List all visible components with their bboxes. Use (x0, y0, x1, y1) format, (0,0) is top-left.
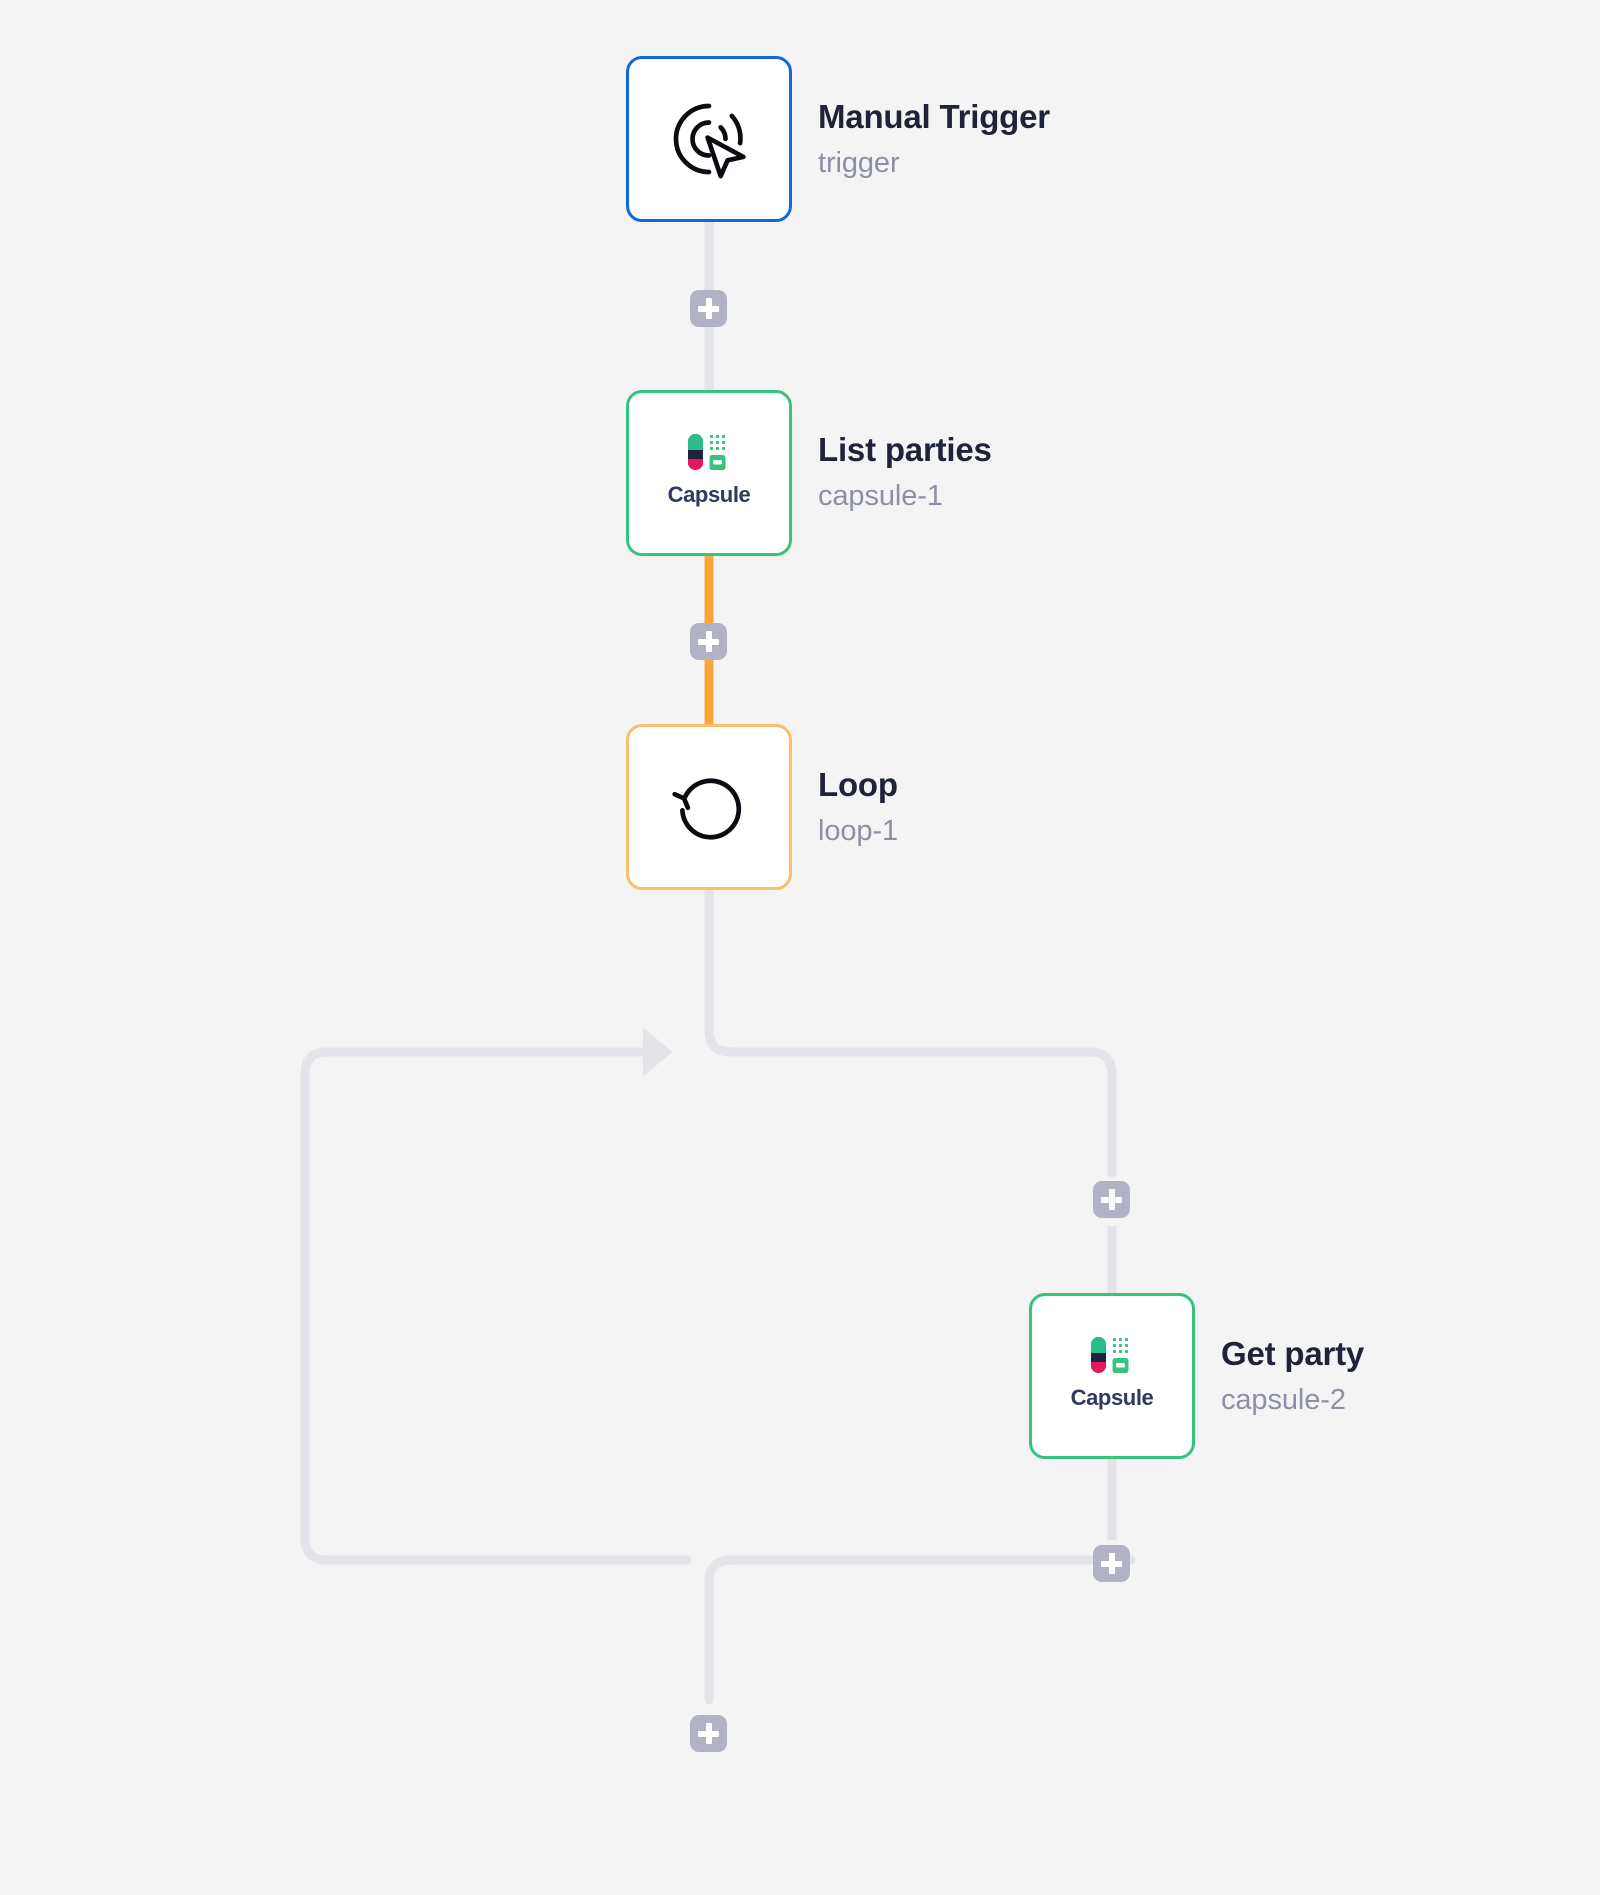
node-title: Get party (1221, 1334, 1365, 1372)
capsule-brand-lockup: Capsule (668, 431, 751, 508)
node-subtitle: capsule-1 (818, 479, 943, 512)
add-after-list-parties-button[interactable] (690, 623, 727, 660)
node-title: Loop (818, 765, 898, 803)
node-subtitle: capsule-2 (1221, 1383, 1346, 1416)
plus-icon-vertical (705, 298, 712, 319)
capsule-brand-lockup: Capsule (1071, 1334, 1154, 1411)
plus-icon-vertical (1108, 1189, 1115, 1210)
node-subtitle: trigger (818, 146, 900, 179)
node-subtitle: loop-1 (818, 814, 899, 847)
node-title: List parties (818, 430, 992, 468)
add-after-trigger-button[interactable] (690, 290, 727, 327)
node-loop[interactable] (626, 724, 792, 890)
edge-loop-to-body (704, 884, 1117, 1178)
add-after-loop-button[interactable] (690, 1715, 727, 1752)
plus-icon-vertical (705, 631, 712, 652)
node-get-party[interactable]: Capsule (1029, 1293, 1195, 1459)
node-manual-trigger[interactable] (626, 56, 792, 222)
edge-bottom-rail-right (704, 1555, 1136, 1705)
loop-back-arrowhead (643, 1028, 673, 1076)
cursor-target-icon (673, 103, 746, 179)
node-loop-labels: Loop loop-1 (818, 740, 898, 874)
node-manual-trigger-labels: Manual Trigger trigger (818, 72, 1050, 206)
capsule-wordmark: Capsule (667, 481, 751, 507)
capsule-wordmark: Capsule (1070, 1384, 1154, 1410)
edge-loop-back-return (300, 1047, 692, 1565)
add-in-loop-body-button[interactable] (1093, 1181, 1130, 1218)
loop-refresh-icon (672, 778, 742, 840)
capsule-logo-icon (1090, 1336, 1129, 1373)
plus-icon-vertical (705, 1723, 712, 1744)
node-list-parties[interactable]: Capsule (626, 390, 792, 556)
capsule-logo-icon (687, 433, 726, 470)
node-list-parties-labels: List parties capsule-1 (818, 405, 992, 539)
node-get-party-labels: Get party capsule-2 (1221, 1309, 1364, 1443)
add-after-get-party-button[interactable] (1093, 1545, 1130, 1582)
node-title: Manual Trigger (818, 97, 1050, 135)
plus-icon-vertical (1108, 1553, 1115, 1574)
